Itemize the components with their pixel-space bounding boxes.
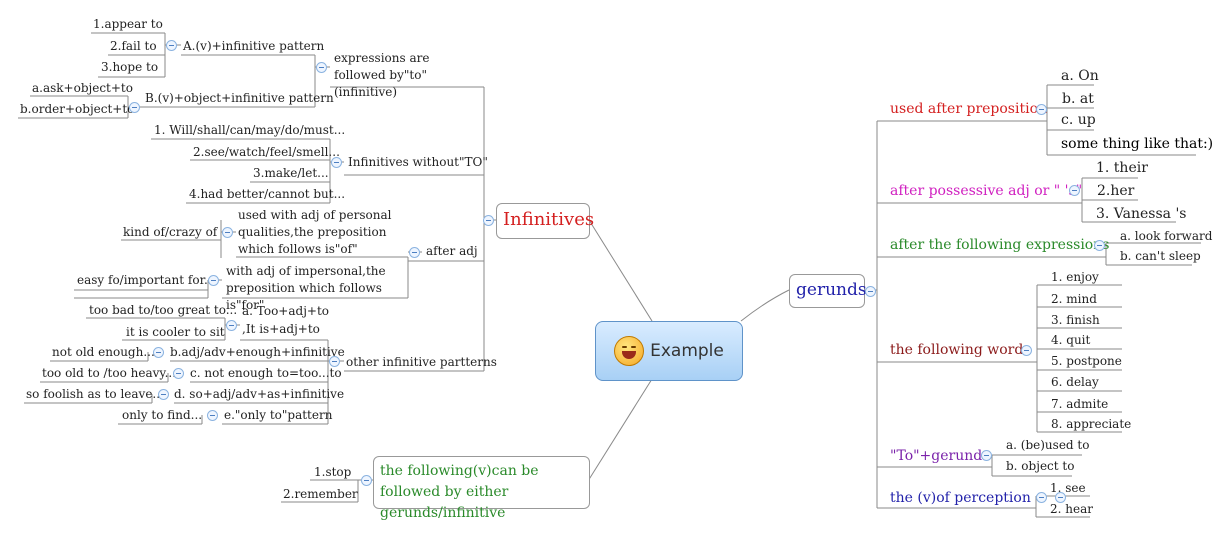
hope-to: 3.hope to	[101, 60, 159, 74]
ask-object-to: a.ask+object+to	[32, 81, 133, 95]
pattern-so-as-label: d. so+adj/adv+as+infinitive	[174, 387, 345, 401]
pattern-not-enough-label: c. not enough to=too...to	[190, 366, 342, 380]
prep-up: c. up	[1061, 112, 1096, 128]
prep-on: a. On	[1061, 68, 1099, 84]
prep-at: b. at	[1062, 91, 1094, 107]
expressions-gerund-label: after the following expressions	[890, 237, 1110, 253]
prep-something: some thing like that:)	[1061, 136, 1214, 152]
expressions-label: expressions are followed by"to"(infiniti…	[334, 51, 430, 99]
collapse-toggle-icon[interactable]	[153, 347, 164, 358]
gerunds-topic[interactable]	[789, 274, 865, 308]
following-words-label: the following words	[890, 342, 1031, 358]
impersonal-example: easy fo/important for...	[77, 273, 216, 287]
pattern-too-label: a. Too+adj+to	[242, 304, 330, 318]
only-to-example: only to find...	[122, 408, 203, 422]
without-item-4: 4.had better/cannot but...	[189, 187, 346, 201]
without-item-1: 1. Will/shall/can/may/do/must...	[154, 123, 346, 137]
other-patterns-label: other infinitive partterns	[346, 355, 497, 369]
so-as-example: so foolish as to leave...	[26, 387, 164, 401]
to-gerund-label: "To"+gerund	[890, 448, 983, 464]
either-remember: 2.remember	[283, 487, 358, 501]
word-postpone: 5. postpone	[1051, 354, 1122, 368]
smile-icon	[614, 336, 645, 366]
word-delay: 6. delay	[1051, 375, 1099, 389]
be-used-to: a. (be)used to	[1006, 438, 1090, 452]
perception-hear: 2. hear	[1050, 502, 1093, 516]
order-object-to: b.order+object+to	[20, 102, 135, 116]
collapse-toggle-icon[interactable]	[483, 215, 494, 226]
collapse-toggle-icon[interactable]	[166, 40, 177, 51]
collapse-toggle-icon[interactable]	[1036, 492, 1047, 503]
collapse-toggle-icon[interactable]	[208, 275, 219, 286]
poss-their: 1. their	[1096, 160, 1148, 176]
word-appreciate: 8. appreciate	[1051, 417, 1132, 431]
preposition-label: used after preposition	[890, 101, 1048, 117]
impersonal-label: with adj of impersonal,the preposition w…	[226, 264, 386, 312]
word-mind: 2. mind	[1051, 292, 1097, 306]
possessive-label: after possessive adj or " 's"	[890, 183, 1083, 199]
pattern-a-label: A.(v)+infinitive pattern	[183, 39, 325, 53]
after-adj-label: after adj	[426, 244, 478, 258]
cant-sleep: b. can't sleep	[1120, 249, 1201, 263]
enough-example: not old enough...	[52, 345, 155, 359]
fail-to: 2.fail to	[110, 39, 157, 53]
too-bad-example: too bad to/too great to...	[89, 303, 238, 317]
perception-label: the (v)of perception	[890, 490, 1031, 506]
collapse-toggle-icon[interactable]	[1069, 185, 1080, 196]
not-enough-example: too old to /too heavy...	[42, 366, 177, 380]
gerunds-title: gerunds	[796, 280, 867, 300]
without-to-label: Infinitives without"TO"	[348, 155, 488, 169]
word-admite: 7. admite	[1051, 397, 1109, 411]
collapse-toggle-icon[interactable]	[316, 62, 327, 73]
appear-to: 1.appear to	[93, 17, 163, 31]
pattern-it-is-label: ,It is+adj+to	[242, 322, 320, 336]
pattern-b-label: B.(v)+object+infinitive pattern	[145, 91, 334, 105]
collapse-toggle-icon[interactable]	[222, 227, 233, 238]
infinitives-title: Infinitives	[503, 209, 595, 230]
pattern-enough-label: b.adj/adv+enough+infinitive	[170, 345, 345, 359]
word-quit: 4. quit	[1051, 333, 1091, 347]
word-finish: 3. finish	[1051, 313, 1100, 327]
cooler-example: it is cooler to sit	[126, 325, 225, 339]
collapse-toggle-icon[interactable]	[865, 286, 876, 297]
collapse-toggle-icon[interactable]	[1036, 104, 1047, 115]
collapse-toggle-icon[interactable]	[1094, 240, 1105, 251]
word-enjoy: 1. enjoy	[1051, 270, 1099, 284]
root-label: Example	[650, 341, 724, 361]
perception-see: 1. see	[1050, 481, 1086, 495]
collapse-toggle-icon[interactable]	[207, 410, 218, 421]
collapse-toggle-icon[interactable]	[981, 450, 992, 461]
without-item-3: 3.make/let...	[253, 166, 329, 180]
connector-line	[740, 289, 790, 322]
infinitives-topic[interactable]	[496, 203, 590, 239]
either-stop: 1.stop	[314, 465, 352, 479]
collapse-toggle-icon[interactable]	[329, 356, 340, 367]
poss-her: 2.her	[1097, 183, 1135, 199]
collapse-toggle-icon[interactable]	[129, 102, 140, 113]
collapse-toggle-icon[interactable]	[173, 368, 184, 379]
collapse-toggle-icon[interactable]	[409, 247, 420, 258]
collapse-toggle-icon[interactable]	[331, 157, 342, 168]
collapse-toggle-icon[interactable]	[361, 475, 372, 486]
root-topic[interactable]: Example	[595, 321, 743, 381]
connector-line	[587, 378, 653, 482]
poss-vanessa: 3. Vanessa 's	[1096, 206, 1187, 222]
personal-example: kind of/crazy of	[123, 225, 218, 239]
pattern-only-to-label: e."only to"pattern	[224, 408, 333, 422]
object-to: b. object to	[1006, 459, 1075, 473]
personal-label: used with adj of personal qualities,the …	[238, 208, 392, 256]
either-label: the following(v)can be followed by eithe…	[380, 463, 539, 521]
without-item-2: 2.see/watch/feel/smell...	[193, 145, 340, 159]
look-forward: a. look forward	[1120, 229, 1213, 243]
connector-line	[588, 219, 653, 322]
collapse-toggle-icon[interactable]	[1055, 492, 1066, 503]
collapse-toggle-icon[interactable]	[1021, 345, 1032, 356]
collapse-toggle-icon[interactable]	[226, 320, 237, 331]
collapse-toggle-icon[interactable]	[158, 389, 169, 400]
either-topic[interactable]	[373, 456, 590, 509]
